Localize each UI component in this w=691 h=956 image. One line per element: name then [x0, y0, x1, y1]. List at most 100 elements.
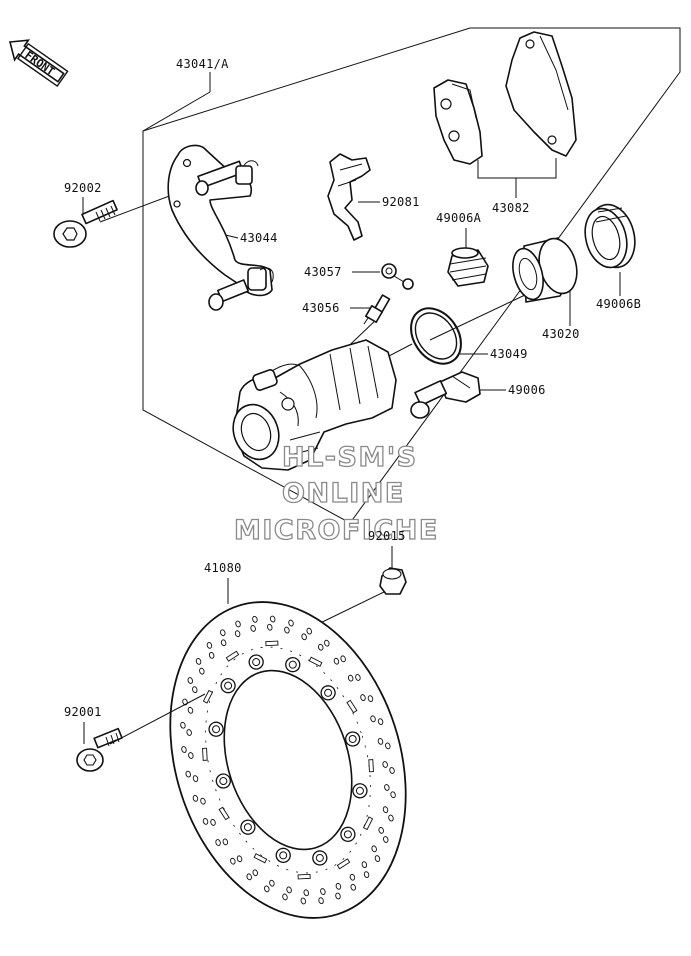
nut-92015 [379, 567, 407, 595]
drill-hole [384, 784, 390, 791]
drill-hole [370, 715, 376, 723]
rivet-hole [312, 850, 328, 866]
drill-hole [267, 623, 273, 631]
label-43057: 43057 [304, 265, 342, 279]
vent-slot [346, 699, 358, 714]
drill-hole [320, 888, 326, 895]
drill-hole [383, 836, 389, 843]
drill-hole [282, 893, 288, 901]
drill-hole [371, 845, 377, 853]
vent-slot [297, 873, 311, 880]
drill-hole [188, 752, 194, 759]
drill-hole [220, 639, 227, 647]
vent-slot [202, 689, 214, 704]
drill-hole [390, 791, 396, 799]
bleed-cap-43057 [381, 263, 414, 290]
drill-hole [200, 797, 206, 805]
drill-hole [192, 795, 199, 802]
drill-hole [318, 897, 324, 905]
pad-spring-92081 [327, 153, 371, 241]
rivet-hole [352, 783, 368, 799]
rivet-hole-inner [324, 688, 333, 697]
bleed-valve-43056 [363, 294, 391, 325]
drill-hole [333, 657, 340, 665]
caliper-bracket-43044 [167, 144, 274, 311]
drill-hole [230, 857, 236, 865]
label-43020: 43020 [542, 327, 580, 341]
drill-hole [250, 625, 256, 632]
brake-pad-inner-43082 [433, 79, 483, 165]
drill-hole [335, 892, 341, 900]
drill-hole [301, 633, 307, 641]
drill-hole [195, 658, 202, 665]
drill-hole [382, 806, 389, 814]
vent-slot [218, 806, 230, 821]
label-92081: 92081 [382, 195, 420, 209]
watermark: HL-SM'S ONLINE MICROFICHE [233, 441, 438, 546]
vent-slot [202, 747, 208, 761]
label-43082: 43082 [492, 201, 530, 215]
rivet-hole-inner [243, 823, 252, 832]
drill-hole [187, 706, 194, 714]
drill-hole [220, 629, 226, 637]
drill-hole [349, 873, 356, 881]
caliper-assembly-box [142, 27, 681, 524]
drill-hole [215, 839, 221, 846]
drill-hole [192, 775, 199, 782]
drill-hole [385, 742, 391, 750]
drill-hole [360, 694, 366, 701]
caliper-body [232, 339, 397, 471]
bolt-92001 [76, 727, 123, 772]
drill-hole [208, 651, 215, 659]
drill-hole [350, 883, 356, 891]
drill-hole [202, 818, 209, 825]
drill-hole [377, 718, 384, 725]
drill-hole [269, 879, 275, 887]
drill-hole [286, 886, 292, 894]
rivet-hole [340, 826, 356, 842]
vent-slot [265, 640, 279, 647]
label-92002: 92002 [64, 181, 102, 195]
disc-drill-holes [180, 615, 396, 905]
rivet-hole-inner [355, 786, 364, 795]
drill-hole [252, 869, 258, 877]
drill-hole [210, 819, 216, 826]
rivet-hole-inner [212, 725, 221, 734]
drill-hole [246, 873, 252, 881]
vent-slot [308, 656, 323, 667]
watermark-line-2: ONLINE [282, 478, 405, 509]
drill-hole [235, 620, 241, 628]
label-41080: 41080 [204, 561, 242, 575]
rivet-hole [275, 847, 291, 863]
drill-hole [269, 615, 276, 623]
drill-hole [388, 814, 394, 822]
label-92001: 92001 [64, 705, 102, 719]
rivet-hole [208, 721, 224, 737]
drill-hole [324, 639, 330, 647]
drill-hole [335, 882, 342, 890]
label-49006B: 49006B [596, 297, 641, 311]
drill-hole [340, 655, 346, 663]
drill-hole [192, 686, 198, 694]
drill-hole [264, 885, 270, 893]
drill-hole [361, 861, 368, 869]
drill-hole [389, 767, 395, 774]
bolt-92002 [53, 199, 118, 248]
rivet-hole-inner [288, 660, 297, 669]
drill-hole [186, 729, 192, 736]
drill-hole [181, 746, 187, 753]
drill-hole [378, 826, 384, 834]
label-43041A: 43041/A [176, 57, 229, 71]
rivet-hole [285, 657, 301, 673]
drill-hole [284, 626, 290, 634]
vent-slot [362, 816, 374, 831]
brake-disc-41080 [169, 601, 407, 919]
drill-hole [347, 674, 354, 682]
rivet-hole [320, 685, 336, 701]
drill-hole [288, 619, 294, 627]
label-43044: 43044 [240, 231, 278, 245]
rivet-hole [220, 678, 236, 694]
drill-hole [382, 761, 388, 768]
drill-hole [300, 897, 307, 905]
